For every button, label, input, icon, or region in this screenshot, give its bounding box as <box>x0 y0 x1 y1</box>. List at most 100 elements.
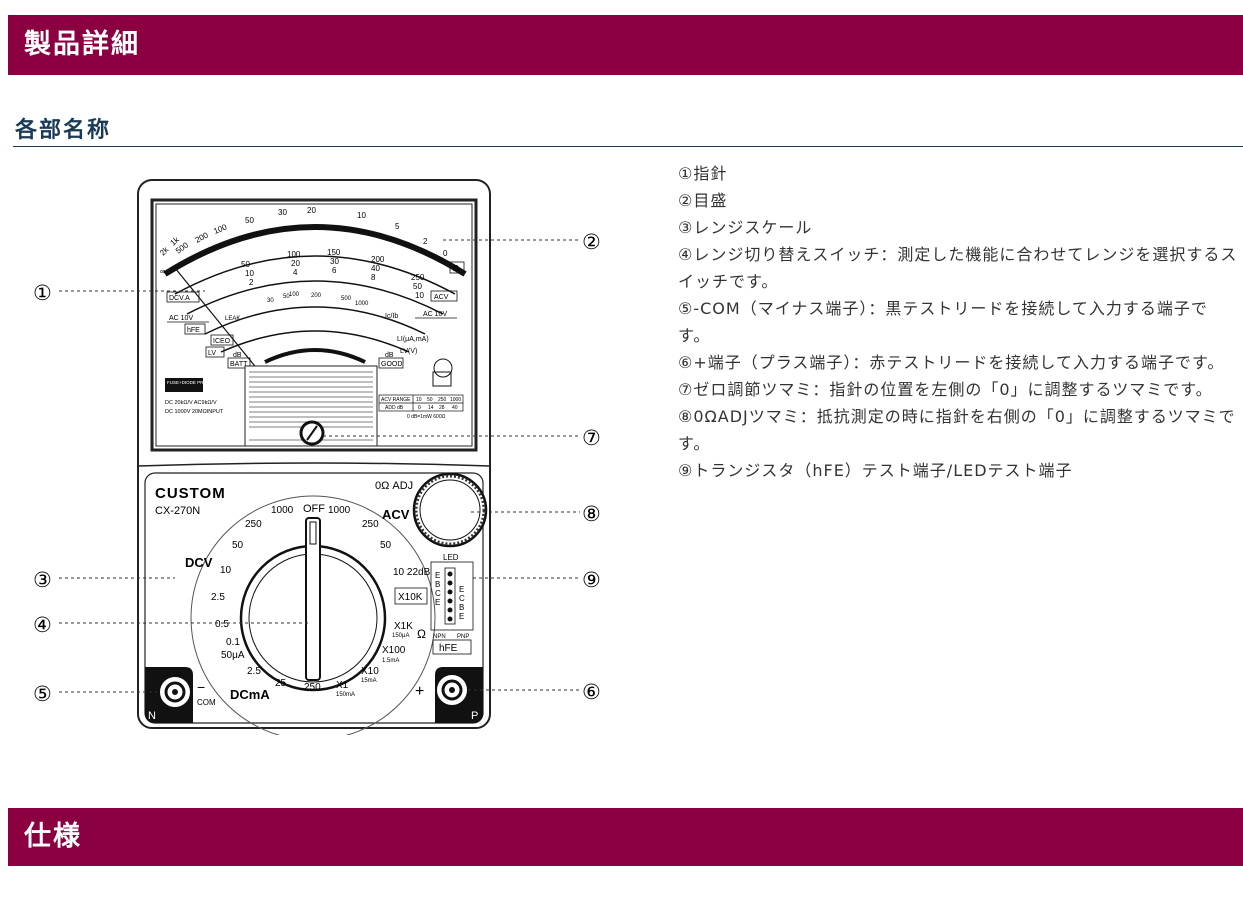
section-title: 各部名称 <box>15 118 112 143</box>
acv-range-250: 250 <box>362 519 379 530</box>
zero-ohm-adj-label: 0Ω ADJ <box>375 480 413 492</box>
svg-text:DC 20kΩ/V AC9kΩ/V: DC 20kΩ/V AC9kΩ/V <box>165 400 217 406</box>
svg-text:LV: LV <box>208 350 216 357</box>
svg-text:40: 40 <box>452 405 458 411</box>
svg-text:20: 20 <box>291 259 300 268</box>
svg-text:10: 10 <box>357 211 366 220</box>
spec-header-bar: 仕様 <box>8 808 1243 866</box>
svg-text:28: 28 <box>439 405 445 411</box>
svg-text:hFE: hFE <box>439 643 458 654</box>
callout-3: ③ <box>33 569 52 592</box>
part-item: ⑦ゼロ調節ツマミ：指針の位置を左側の「0」に調整するツマミです。 <box>678 380 1213 399</box>
svg-text:8: 8 <box>371 273 376 282</box>
svg-text:ACV: ACV <box>434 294 449 301</box>
part-item: ③レンジスケール <box>678 218 813 237</box>
dcv-range-250: 250 <box>245 519 262 530</box>
ohm-range-x100: X100 <box>382 645 406 656</box>
ohm-group-symbol: Ω <box>417 627 426 641</box>
svg-text:hFE: hFE <box>187 327 200 334</box>
part-item: ①指針 <box>678 164 728 183</box>
svg-text:B: B <box>435 580 440 589</box>
svg-text:2: 2 <box>423 237 428 246</box>
hfe-led-socket[interactable]: LED E B C E E C B E NPN PNP hFE <box>430 553 474 655</box>
svg-text:10: 10 <box>416 397 422 403</box>
svg-text:dB: dB <box>233 352 242 359</box>
svg-text:DC 1000V 20MΩINPUT: DC 1000V 20MΩINPUT <box>165 409 224 415</box>
ohm-scale-arc <box>163 224 467 277</box>
svg-text:150μA: 150μA <box>392 633 409 639</box>
protection-badge <box>165 378 203 392</box>
svg-text:BATT: BATT <box>230 361 248 368</box>
dcv-range-1000: 1000 <box>271 505 294 516</box>
svg-text:150mA: 150mA <box>336 692 355 698</box>
minus-label: − <box>197 679 205 695</box>
svg-text:50: 50 <box>427 397 433 403</box>
svg-text:PNP: PNP <box>457 634 469 640</box>
svg-text:FUSE+DIODE PROTECTION: FUSE+DIODE PROTECTION <box>167 380 227 385</box>
svg-text:B: B <box>459 603 464 612</box>
svg-text:10: 10 <box>245 269 254 278</box>
svg-text:1000: 1000 <box>355 301 369 307</box>
callout-7: ⑦ <box>582 427 601 450</box>
svg-text:100: 100 <box>289 292 300 298</box>
svg-text:E: E <box>435 571 440 580</box>
svg-text:15mA: 15mA <box>361 678 377 684</box>
ohm-range-x1: X1 <box>336 680 349 691</box>
dcv-range-0.1: 0.1 <box>226 637 240 648</box>
acv-range-1000: 1000 <box>328 505 351 516</box>
svg-text:4: 4 <box>293 268 298 277</box>
spec-header-title: 仕様 <box>24 821 82 852</box>
n-label: N <box>148 710 156 722</box>
acv-range-table: ACV RANGE 10 50 250 1000 ADD dB 0 14 28 … <box>378 394 464 420</box>
svg-text:NPN: NPN <box>433 634 446 640</box>
dcv-range-50: 50 <box>232 540 244 551</box>
svg-text:0: 0 <box>418 405 421 411</box>
svg-text:250: 250 <box>411 273 425 282</box>
pivot-cover-lines <box>249 371 373 441</box>
ohm-symbol: Ω <box>453 264 459 273</box>
svg-text:LED: LED <box>443 553 459 562</box>
range-ring <box>190 495 436 735</box>
plus-label: + <box>415 683 424 700</box>
callout-5: ⑤ <box>33 683 52 706</box>
svg-text:50: 50 <box>241 260 250 269</box>
svg-text:E: E <box>435 598 440 607</box>
dcma-group-label: DCmA <box>230 687 270 702</box>
callout-9: ⑨ <box>582 569 601 592</box>
svg-text:LEAK: LEAK <box>225 316 240 322</box>
dcv-range-0.5: 0.5 <box>215 619 229 630</box>
svg-text:200: 200 <box>311 293 322 299</box>
zero-ohm-adjust-knob[interactable] <box>412 472 488 548</box>
svg-text:E: E <box>459 612 464 621</box>
svg-text:GOOD: GOOD <box>381 361 402 368</box>
model-number: CX-270N <box>155 505 200 517</box>
header-bar: 製品詳細 <box>8 15 1243 75</box>
svg-text:LI(μA,mA): LI(μA,mA) <box>397 336 429 343</box>
acv-group-label: ACV <box>382 507 410 522</box>
svg-text:100: 100 <box>287 250 301 259</box>
dcv-range-10: 10 <box>220 565 232 576</box>
brand-logo: CUSTOM <box>155 485 226 502</box>
dcv-range-2.5: 2.5 <box>211 592 225 603</box>
ohm-range-x10: X10 <box>361 666 379 677</box>
part-item: ②目盛 <box>678 191 728 210</box>
dcma-range-2.5: 2.5 <box>247 666 261 677</box>
dcv-group-label: DCV <box>185 555 213 570</box>
callout-leaders <box>59 239 580 693</box>
svg-text:5: 5 <box>395 222 400 231</box>
svg-text:AC 10V: AC 10V <box>169 315 193 322</box>
callout-6: ⑥ <box>582 681 601 704</box>
svg-text:30: 30 <box>267 298 274 304</box>
dcv-range-50ua: 50μA <box>221 650 245 661</box>
svg-text:10: 10 <box>415 291 424 300</box>
svg-text:20: 20 <box>307 206 316 215</box>
range-selector-switch[interactable] <box>239 517 387 692</box>
switch-panel <box>144 472 484 724</box>
svg-text:6: 6 <box>332 266 337 275</box>
callout-4: ④ <box>33 614 52 637</box>
part-item: ⑤-COM（マイナス端子）：黒テストリードを接続して入力する端子です。 <box>678 299 1208 345</box>
svg-text:50: 50 <box>413 282 422 291</box>
part-item: ④レンジ切り替えスイッチ：測定した機能に合わせてレンジを選択するスイッチです。 <box>678 245 1238 291</box>
svg-text:ADD dB: ADD dB <box>385 405 404 411</box>
svg-text:C: C <box>435 589 441 598</box>
